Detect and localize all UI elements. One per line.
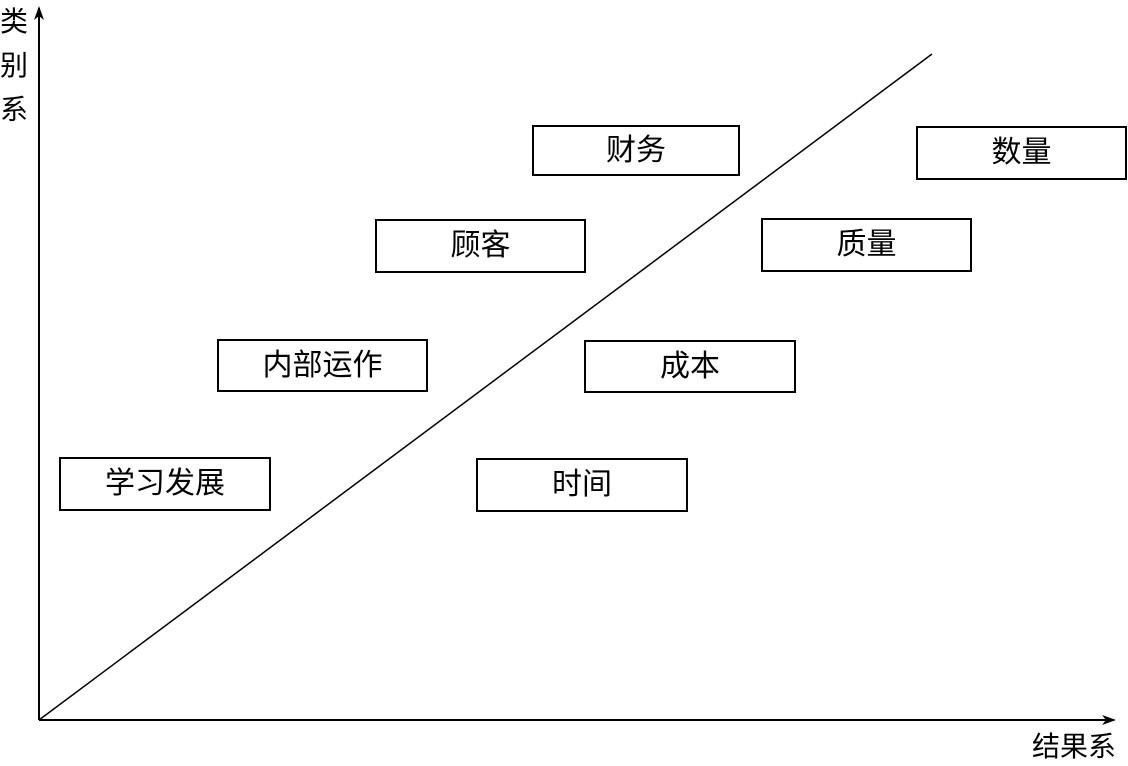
box-cost-label: 成本 — [660, 348, 720, 384]
box-quality-label: 质量 — [836, 227, 897, 262]
box-finance: 财务 — [532, 125, 740, 176]
box-time-label: 时间 — [552, 467, 612, 502]
box-time: 时间 — [476, 458, 688, 512]
box-learning-growth-label: 学习发展 — [105, 466, 225, 501]
box-customer: 顾客 — [375, 219, 586, 273]
box-learning-growth: 学习发展 — [59, 457, 271, 511]
box-internal-operations: 内部运作 — [217, 339, 428, 392]
box-quantity: 数量 — [916, 126, 1127, 180]
box-customer-label: 顾客 — [450, 228, 511, 263]
y-axis-label-char-3: 系 — [0, 93, 29, 126]
box-internal-operations-label: 内部运作 — [262, 347, 383, 383]
box-quantity-label: 数量 — [991, 135, 1052, 170]
box-finance-label: 财务 — [606, 132, 666, 168]
diagonal-divider-line — [38, 53, 933, 721]
box-cost: 成本 — [584, 340, 796, 393]
y-axis-label-char-2: 别 — [0, 49, 29, 82]
y-axis-label-char-1: 类 — [0, 5, 29, 38]
y-axis-label: 类 别 系 — [0, 0, 30, 132]
x-axis-label: 结果系 — [1032, 730, 1117, 763]
box-quality: 质量 — [761, 218, 972, 272]
